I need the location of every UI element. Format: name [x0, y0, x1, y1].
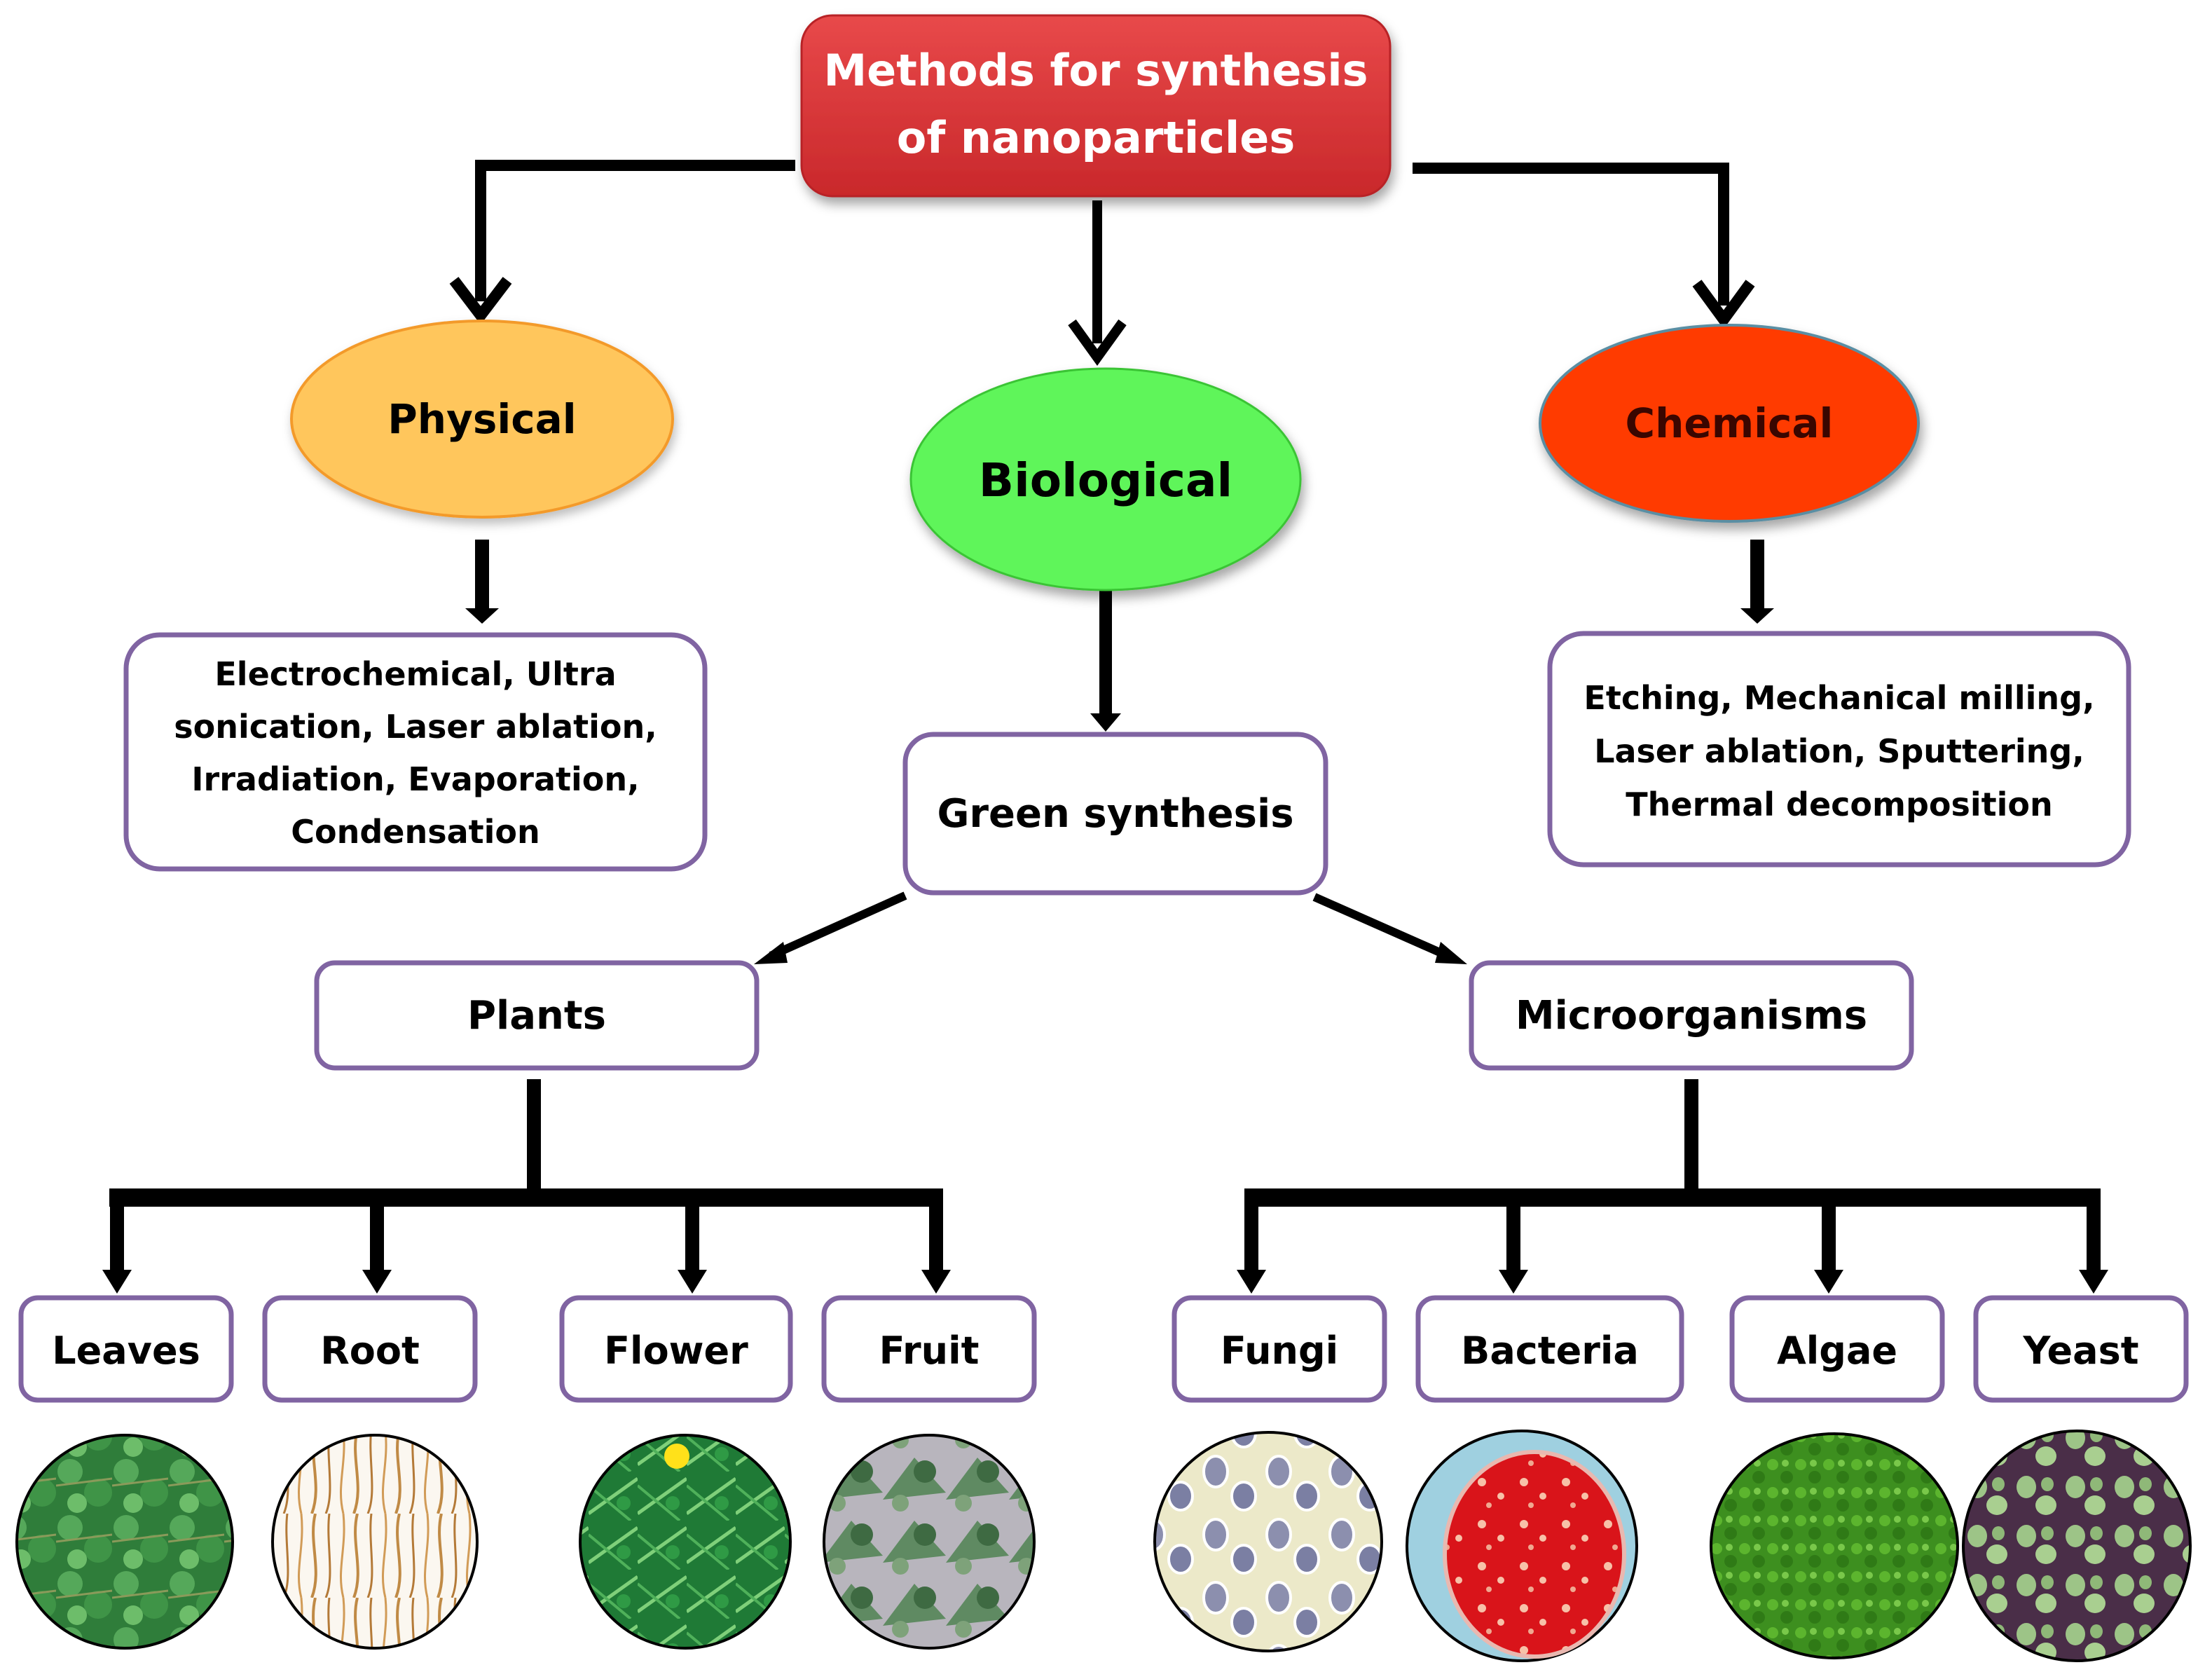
root-box	[262, 1295, 478, 1403]
physical-methods-text: Electrochemical, Ultra sonication, Laser…	[174, 655, 657, 851]
fungi-photo	[1153, 1431, 1383, 1652]
arrowhead-chemical-methods-icon	[1740, 608, 1774, 624]
svg-text:Laser ablation, Sputtering,: Laser ablation, Sputtering,	[1594, 732, 2084, 770]
plant-items: Leaves Root Flower Fruit	[18, 1295, 1037, 1403]
connector-green-plants	[769, 891, 907, 960]
svg-text:sonication, Laser ablation,: sonication, Laser ablation,	[174, 708, 657, 746]
arrowhead-green-icon	[1090, 713, 1121, 732]
leaves-photo	[15, 1434, 234, 1650]
plants-bracket-bar	[109, 1188, 943, 1207]
arrowhead-biological-icon	[1068, 319, 1127, 366]
root-label: Root	[320, 1329, 420, 1373]
fungi-label: Fungi	[1221, 1329, 1338, 1373]
connectors	[102, 160, 2108, 1294]
title-box	[800, 14, 1392, 198]
svg-text:Condensation: Condensation	[291, 813, 540, 851]
microorganisms-bracket-bar	[1244, 1188, 2101, 1207]
arrowhead-physical-methods-icon	[465, 608, 499, 624]
algae-photo	[1710, 1432, 1959, 1659]
fruit-label: Fruit	[879, 1329, 980, 1373]
bacteria-box	[1415, 1295, 1684, 1403]
physical-label: Physical	[387, 395, 576, 443]
bacteria-label: Bacteria	[1461, 1329, 1639, 1373]
leaves-box	[18, 1295, 234, 1403]
chemical-methods-box	[1547, 631, 2131, 868]
microorganisms-label: Microorganisms	[1516, 993, 1867, 1039]
arrowhead-chemical-icon	[1692, 280, 1755, 329]
chemical-oval	[1539, 324, 1920, 523]
biological-oval	[909, 367, 1302, 591]
title-line-2: of nanoparticles	[897, 112, 1296, 163]
physical-oval	[290, 320, 674, 519]
arrowhead-microorganisms-icon	[1435, 942, 1467, 964]
connector-green-microorganisms	[1312, 893, 1450, 960]
fruit-box	[821, 1295, 1037, 1403]
yeast-photo	[1962, 1430, 2192, 1662]
chemical-methods-text: Etching, Mechanical milling, Laser ablat…	[1584, 679, 2094, 823]
plant-photos	[15, 1434, 1036, 1650]
microorganism-photos	[1153, 1430, 2192, 1662]
microorganism-items: Fungi Bacteria Algae Yeast	[1172, 1295, 2189, 1403]
biological-label: Biological	[979, 453, 1232, 507]
physical-methods-box	[123, 632, 708, 872]
bacteria-photo	[1406, 1430, 1638, 1662]
plants-box	[314, 960, 760, 1071]
arrowhead-physical-icon	[449, 277, 512, 325]
fruit-photo	[823, 1434, 1036, 1650]
svg-text:Thermal decomposition: Thermal decomposition	[1626, 786, 2052, 823]
svg-text:Irradiation, Evaporation,: Irradiation, Evaporation,	[191, 760, 639, 798]
microorganisms-box	[1469, 960, 1914, 1071]
root-photo	[271, 1434, 479, 1650]
connector-title-chemical	[1413, 163, 1729, 306]
leaves-label: Leaves	[52, 1329, 200, 1373]
green-synthesis-box	[902, 732, 1328, 896]
flower-box	[559, 1295, 793, 1403]
flower-label: Flower	[604, 1329, 748, 1373]
plants-label: Plants	[467, 993, 606, 1039]
flower-photo	[579, 1434, 792, 1650]
chemical-label: Chemical	[1626, 399, 1834, 447]
connector-title-physical	[475, 160, 795, 301]
petri-dish-icon	[1443, 1450, 1626, 1659]
algae-box	[1729, 1295, 1945, 1403]
svg-text:Etching, Mechanical milling,: Etching, Mechanical milling,	[1584, 679, 2094, 717]
green-synthesis-label: Green synthesis	[937, 791, 1293, 837]
yeast-label: Yeast	[2022, 1329, 2138, 1373]
svg-text:Electrochemical, Ultra: Electrochemical, Ultra	[214, 655, 616, 693]
dandelion-flower-icon	[664, 1444, 689, 1469]
microorganisms-drop-arrows	[1237, 1202, 2108, 1294]
arrowhead-plants-icon	[754, 942, 788, 964]
title-line-1: Methods for synthesis	[823, 45, 1368, 96]
algae-label: Algae	[1777, 1329, 1897, 1373]
plants-drop-arrows	[102, 1202, 951, 1294]
yeast-box	[1973, 1295, 2189, 1403]
fungi-box	[1172, 1295, 1387, 1403]
